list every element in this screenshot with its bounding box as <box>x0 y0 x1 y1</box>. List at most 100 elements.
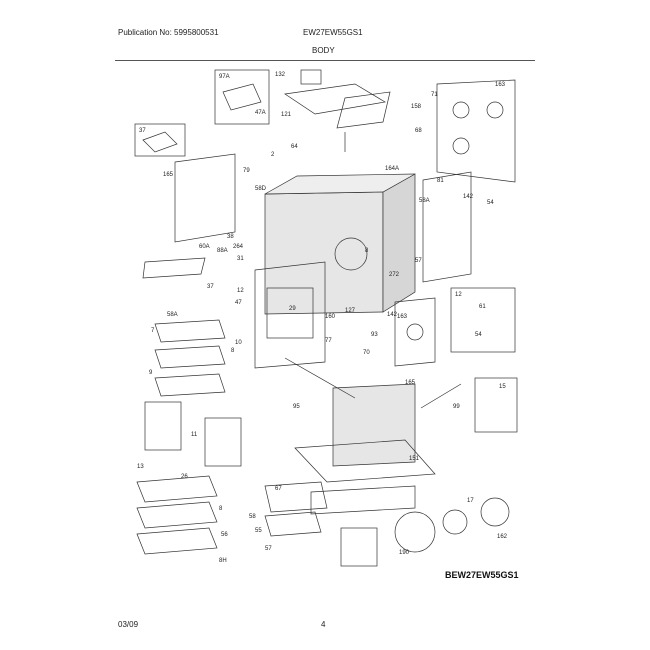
callout: 9 <box>149 370 153 376</box>
callout: 58 <box>249 514 256 520</box>
callout: 142 <box>463 194 474 200</box>
side-panel-left <box>174 153 236 243</box>
strip-95 <box>284 357 356 399</box>
inset-small-part <box>142 131 178 153</box>
callout: 142 <box>387 312 398 318</box>
callout: 10 <box>235 340 242 346</box>
inset-box-bottom <box>340 527 378 567</box>
top-plate <box>284 83 386 115</box>
callout: 61 <box>479 304 486 310</box>
inset-box-right-mid <box>474 377 518 433</box>
vent-duct <box>336 91 391 129</box>
convection-fan-motor <box>480 497 510 527</box>
callout: 17 <box>467 498 474 504</box>
inset-box-right-top <box>450 287 516 353</box>
callout: 77 <box>325 338 332 344</box>
callout: 163 <box>495 82 506 88</box>
inset-box-top <box>214 69 270 125</box>
callout: 67 <box>275 486 282 492</box>
rear-panel-mid <box>394 297 436 367</box>
callout: 2 <box>271 152 275 158</box>
callout: 163 <box>397 314 408 320</box>
callout: 190 <box>399 550 410 556</box>
bottom-plate <box>310 485 416 515</box>
lower-cavity <box>332 383 416 467</box>
header-rule <box>115 60 535 61</box>
callout: 11 <box>191 432 198 438</box>
callout: 38 <box>227 234 234 240</box>
callout: 97A <box>219 74 230 80</box>
rack-top <box>154 319 226 343</box>
lower-rack-2 <box>136 501 218 529</box>
callout: 88A <box>217 248 228 254</box>
callout: 37 <box>139 128 146 134</box>
detail-circle <box>334 237 368 271</box>
callout: 58A <box>419 198 430 204</box>
callout: 121 <box>281 112 292 118</box>
callout: 60A <box>199 244 210 250</box>
callout: 164A <box>385 166 399 172</box>
callout: 29 <box>289 306 296 312</box>
door-window <box>266 287 314 339</box>
callout: 47 <box>235 300 242 306</box>
callout: 12 <box>237 288 244 294</box>
callout: 264 <box>233 244 244 250</box>
callout: 37 <box>207 284 214 290</box>
callout: 13 <box>137 464 144 470</box>
convection-fan-blade <box>442 509 468 535</box>
callout: 151 <box>409 456 420 462</box>
model-number: EW27EW55GS1 <box>303 28 363 37</box>
callout: 57 <box>415 258 422 264</box>
callout: 165 <box>405 380 416 386</box>
callout: 81 <box>437 178 444 184</box>
callout: 55 <box>255 528 262 534</box>
callout: 47A <box>255 110 266 116</box>
callout: 70 <box>363 350 370 356</box>
callout: 132 <box>275 72 286 78</box>
callout: 71 <box>431 92 438 98</box>
back-panel-hole-3 <box>452 137 470 155</box>
callout: 162 <box>497 534 508 540</box>
page-header: Publication No: 5995800531 EW27EW55GS1 B… <box>0 0 650 70</box>
wiring-panel <box>422 171 472 283</box>
exploded-parts-diagram: 97A 132 163 121 64 47A 71 158 37 68 164A… <box>115 62 535 582</box>
callout: 64 <box>291 144 298 150</box>
back-panel <box>436 79 516 183</box>
callout: 31 <box>237 256 244 262</box>
lower-rack-3 <box>136 527 218 555</box>
callout: 54 <box>487 200 494 206</box>
callout: 15 <box>499 384 506 390</box>
door-frame <box>254 261 326 369</box>
callout: 58D <box>255 186 267 192</box>
callout: 158 <box>411 104 422 110</box>
callout: 57 <box>265 546 272 552</box>
callout: 68 <box>415 128 422 134</box>
back-panel-hole-2 <box>486 101 504 119</box>
broil-pan <box>264 481 328 513</box>
footer-date: 03/09 <box>118 620 139 629</box>
strip-99 <box>420 383 462 409</box>
rack-pan <box>154 373 226 397</box>
convection-fan-housing <box>394 511 436 553</box>
lower-rack-1 <box>136 475 218 503</box>
broil-grid <box>264 511 322 537</box>
callout: 8H <box>219 558 227 564</box>
inset-box-left <box>134 123 186 157</box>
callout: 127 <box>345 308 356 314</box>
callout: 58A <box>167 312 178 318</box>
callout: 165 <box>163 172 174 178</box>
rack-support-right <box>204 417 242 467</box>
callout: 8 <box>231 348 235 354</box>
rack-support-left <box>144 401 182 451</box>
callout: 95 <box>293 404 300 410</box>
oven-cavity-top <box>264 173 416 195</box>
rear-panel-hole <box>406 323 424 341</box>
section-title: BODY <box>312 46 335 55</box>
callout: 160 <box>325 314 336 320</box>
callout: 8 <box>365 248 369 254</box>
rack-mid <box>154 345 226 369</box>
callout: 54 <box>475 332 482 338</box>
callout: 79 <box>243 168 250 174</box>
vent-cover <box>300 69 322 85</box>
diagram-svg: 97A 132 163 121 64 47A 71 158 37 68 164A… <box>134 69 519 580</box>
